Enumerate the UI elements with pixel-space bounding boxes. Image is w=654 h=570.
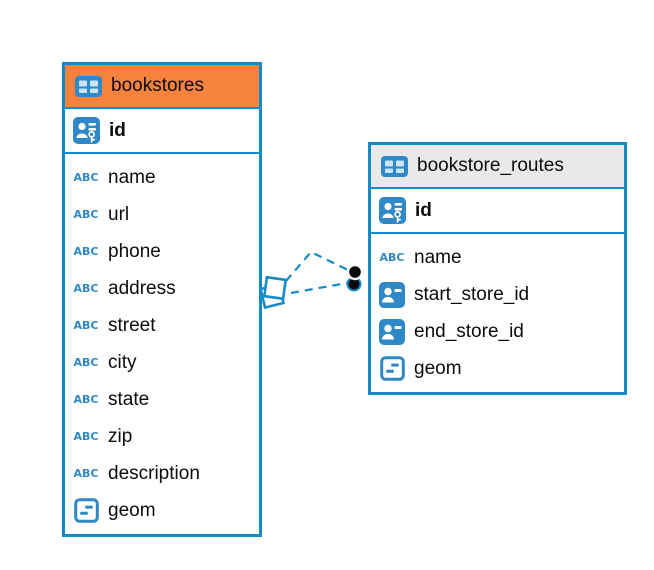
- geometry-icon: [72, 498, 100, 523]
- text-icon: ABC: [73, 467, 99, 480]
- field-name: state: [108, 388, 150, 410]
- table-name: bookstores: [111, 75, 204, 96]
- entity-bookstores[interactable]: bookstores id ABC name: [62, 62, 262, 537]
- text-icon: ABC: [73, 430, 99, 443]
- relationship-squares-marker[interactable]: [258, 275, 288, 310]
- table-icon: [74, 75, 102, 97]
- field-row[interactable]: geom: [65, 492, 259, 529]
- field-row[interactable]: ABC name: [65, 159, 259, 196]
- relationship-dot-marker[interactable]: [346, 263, 364, 292]
- primary-key-name: id: [415, 199, 432, 221]
- relationship-line-1[interactable]: [285, 250, 351, 282]
- field-name: address: [108, 277, 176, 299]
- primary-key-name: id: [109, 119, 126, 141]
- field-name: geom: [108, 499, 156, 521]
- text-icon: ABC: [73, 208, 99, 221]
- person-icon: [378, 318, 406, 345]
- entity-bookstore-routes[interactable]: bookstore_routes id ABC name: [368, 142, 627, 395]
- field-name: geom: [414, 357, 462, 379]
- text-icon: ABC: [73, 171, 99, 184]
- field-row[interactable]: ABC street: [65, 307, 259, 344]
- field-row[interactable]: ABC phone: [65, 233, 259, 270]
- table-icon: [380, 155, 408, 177]
- field-row[interactable]: ABC description: [65, 455, 259, 492]
- field-name: phone: [108, 240, 161, 262]
- primary-key-row[interactable]: id: [371, 189, 624, 234]
- field-name: zip: [108, 425, 133, 447]
- text-icon: ABC: [73, 319, 99, 332]
- person-key-icon: [72, 117, 100, 144]
- field-row[interactable]: ABC city: [65, 344, 259, 381]
- text-icon: ABC: [379, 251, 405, 264]
- text-icon: ABC: [73, 245, 99, 258]
- table-header-bookstore-routes[interactable]: bookstore_routes: [371, 145, 624, 189]
- field-name: name: [414, 246, 462, 268]
- geometry-icon: [378, 356, 406, 381]
- field-row[interactable]: ABC state: [65, 381, 259, 418]
- field-name: description: [108, 462, 200, 484]
- primary-key-row[interactable]: id: [65, 109, 259, 154]
- text-icon: ABC: [73, 282, 99, 295]
- field-name: street: [108, 314, 156, 336]
- table-header-bookstores[interactable]: bookstores: [65, 65, 259, 109]
- text-icon: ABC: [73, 393, 99, 406]
- field-row[interactable]: ABC address: [65, 270, 259, 307]
- field-name: city: [108, 351, 137, 373]
- table-name: bookstore_routes: [417, 155, 564, 176]
- field-name: url: [108, 203, 130, 225]
- field-name: start_store_id: [414, 283, 530, 305]
- field-row[interactable]: ABC name: [371, 239, 624, 276]
- field-list: ABC name start_store_id: [371, 234, 624, 392]
- person-icon: [378, 281, 406, 308]
- field-row[interactable]: ABC zip: [65, 418, 259, 455]
- person-key-icon: [378, 197, 406, 224]
- field-name: name: [108, 166, 156, 188]
- field-row[interactable]: geom: [371, 350, 624, 387]
- field-row[interactable]: ABC url: [65, 196, 259, 233]
- field-row[interactable]: end_store_id: [371, 313, 624, 350]
- text-icon: ABC: [73, 356, 99, 369]
- field-name: end_store_id: [414, 320, 524, 342]
- field-row[interactable]: start_store_id: [371, 276, 624, 313]
- field-list: ABC name ABC url ABC phone ABC address A…: [65, 154, 259, 534]
- relationship-line-2[interactable]: [290, 281, 348, 295]
